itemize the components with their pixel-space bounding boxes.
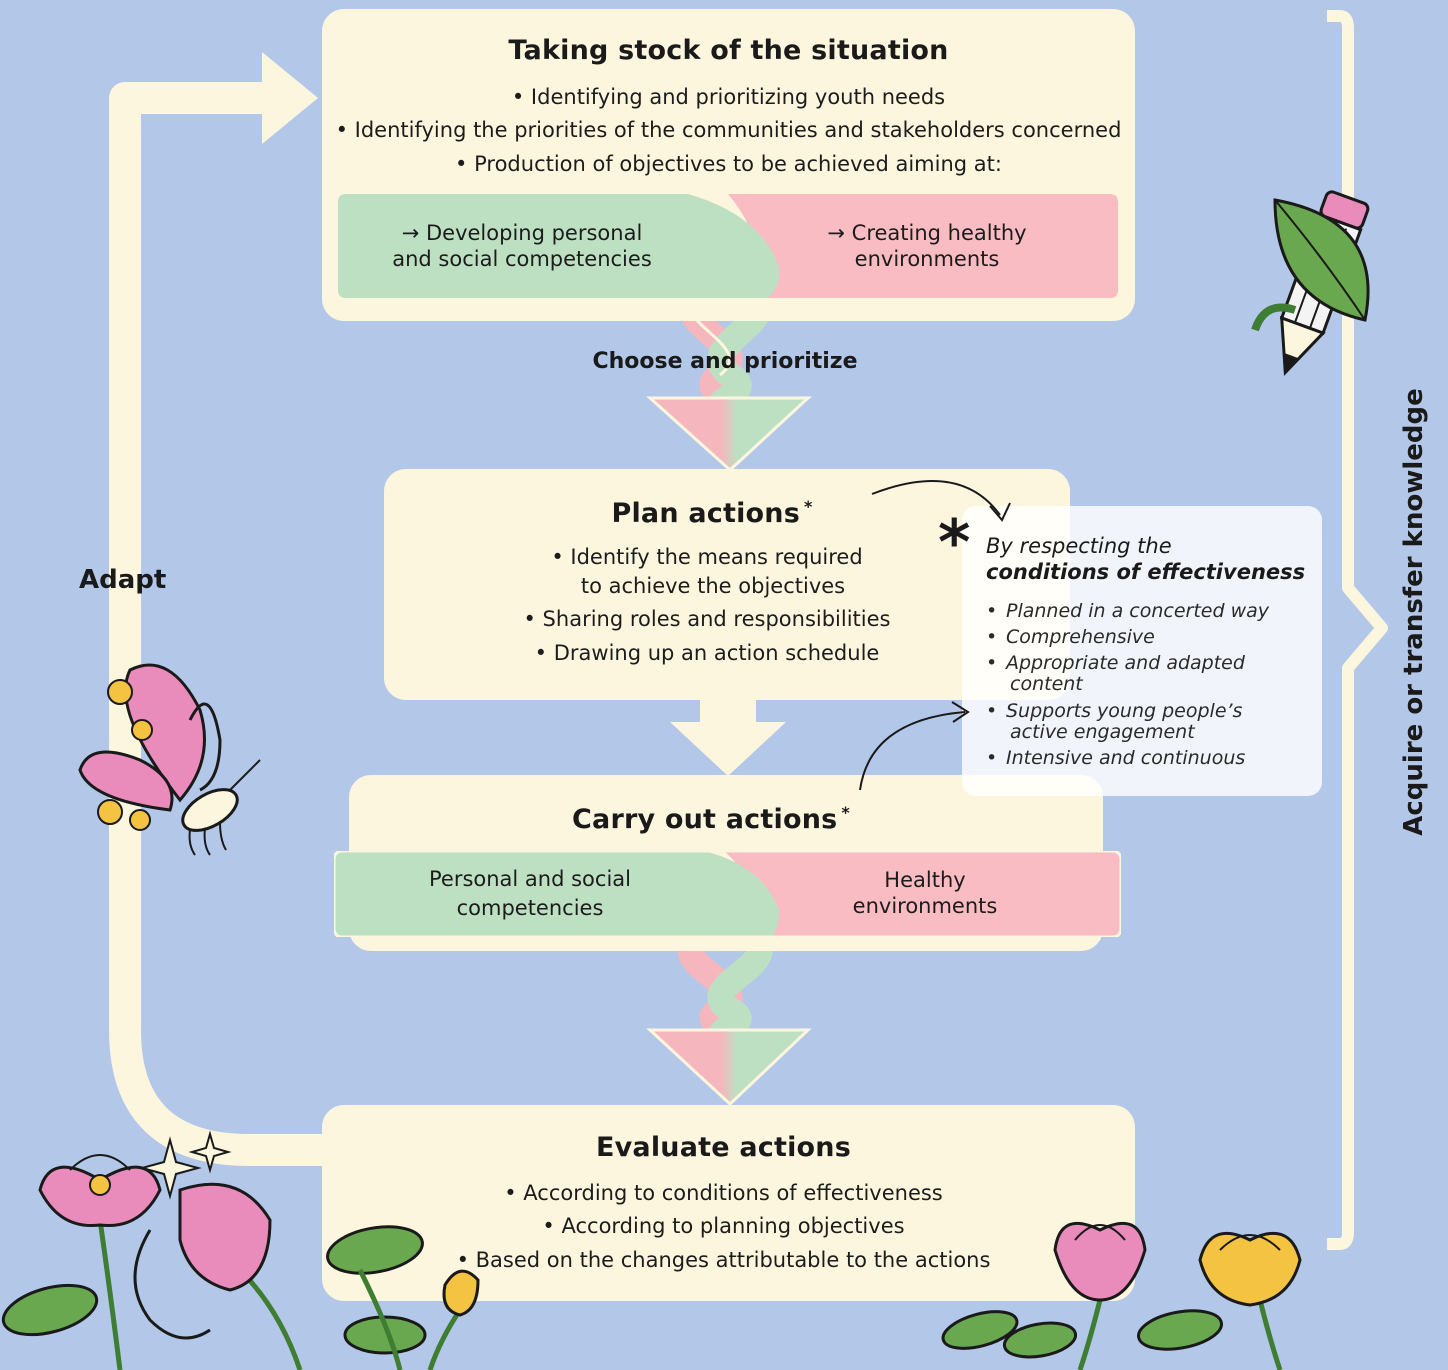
condition-text: Planned in a concerted way — [1006, 600, 1270, 622]
condition-text: Appropriate and adapted — [1006, 652, 1245, 674]
condition-item: • Appropriate and adapted content — [986, 653, 1245, 695]
plan-line-3: • Sharing roles and responsibilities — [523, 607, 891, 631]
carry-out-title-row: Carry out actions* — [319, 803, 1103, 835]
condition-text: Intensive and continuous — [1006, 747, 1246, 769]
butterfly-icon — [78, 663, 261, 856]
acquire-knowledge-label: Acquire or transfer knowledge — [1399, 388, 1429, 836]
evaluate-line-2: • According to planning objectives — [542, 1214, 905, 1238]
conditions-intro: By respecting the — [986, 534, 1172, 558]
condition-bullet: • — [986, 747, 998, 769]
taking-stock-title: Taking stock of the situation — [508, 35, 949, 66]
left-flowers-icon — [1, 1130, 480, 1370]
developing-competencies-pill: → Developing personal and social compete… — [362, 220, 682, 272]
conditions-star-icon: * — [938, 506, 971, 579]
plan-line-1: • Identify the means required — [551, 545, 863, 569]
developing-competencies-line-2: and social competencies — [392, 247, 652, 271]
personal-social-line-1: Personal and social — [428, 867, 631, 891]
healthy-environments-carry-pill: Healthy environments — [790, 867, 1060, 919]
healthy-carry-line-2: environments — [852, 894, 998, 918]
personal-social-line-2: competencies — [456, 896, 604, 920]
healthy-environments-line-2: environments — [854, 247, 1000, 271]
carry-out-asterisk: * — [841, 803, 850, 822]
condition-text: Comprehensive — [1006, 626, 1155, 648]
condition-bullet: • — [986, 600, 998, 622]
condition-bullet: • — [986, 626, 998, 648]
condition-item: • Supports young people’s active engageme… — [986, 701, 1242, 743]
taking-stock-pills — [338, 194, 1118, 298]
twist-arrow-2 — [646, 924, 812, 1107]
carry-out-title: Carry out actions — [572, 804, 838, 835]
condition-text-cont: active engagement — [1010, 721, 1195, 743]
pencil-leaf-icon — [1251, 190, 1370, 377]
taking-stock-line-2: • Identifying the priorities of the comm… — [335, 118, 1122, 142]
taking-stock-line-1: • Identifying and prioritizing youth nee… — [511, 85, 946, 109]
evaluate-line-1: • According to conditions of effectivene… — [504, 1181, 943, 1205]
plan-line-4: • Drawing up an action schedule — [534, 641, 880, 665]
healthy-environments-line-1: → Creating healthy — [827, 221, 1027, 245]
conditions-panel: * By respecting the conditions of effect… — [938, 506, 1322, 796]
taking-stock-line-3: • Production of objectives to be achieve… — [455, 152, 1002, 176]
condition-bullet: • — [986, 700, 998, 722]
plan-actions-asterisk: * — [803, 497, 813, 516]
condition-item: • Intensive and continuous — [986, 748, 1245, 769]
condition-bullet: • — [986, 652, 998, 674]
condition-item: • Planned in a concerted way — [986, 601, 1269, 622]
arrow-2 — [670, 700, 786, 776]
acquire-bracket — [1327, 10, 1388, 1250]
plan-actions-title: Plan actions — [611, 498, 800, 529]
conditions-heading: conditions of effectiveness — [986, 560, 1306, 584]
condition-text-cont: content — [1010, 673, 1083, 695]
adapt-label: Adapt — [79, 565, 167, 595]
evaluate-title: Evaluate actions — [595, 1132, 851, 1163]
plan-actions-title-row: Plan actions* — [354, 497, 1070, 529]
adapt-loop-arrow — [109, 52, 330, 1166]
personal-social-competencies-pill: Personal and social competencies — [370, 866, 690, 921]
healthy-carry-line-1: Healthy — [884, 868, 966, 892]
evaluate-box: Evaluate actions • According to conditio… — [322, 1105, 1135, 1301]
condition-item: • Comprehensive — [986, 627, 1155, 648]
evaluate-line-3: • Based on the changes attributable to t… — [456, 1248, 991, 1272]
carry-out-pills — [334, 851, 1121, 937]
right-flowers-icon — [941, 1221, 1302, 1370]
taking-stock-box: Taking stock of the situation • Identify… — [322, 9, 1135, 321]
developing-competencies-line-1: → Developing personal — [401, 221, 643, 245]
choose-prioritize-label: Choose and prioritize — [592, 349, 858, 374]
healthy-environments-pill: → Creating healthy environments — [772, 220, 1082, 272]
plan-line-2: to achieve the objectives — [580, 574, 846, 598]
condition-text: Supports young people’s — [1006, 700, 1243, 722]
